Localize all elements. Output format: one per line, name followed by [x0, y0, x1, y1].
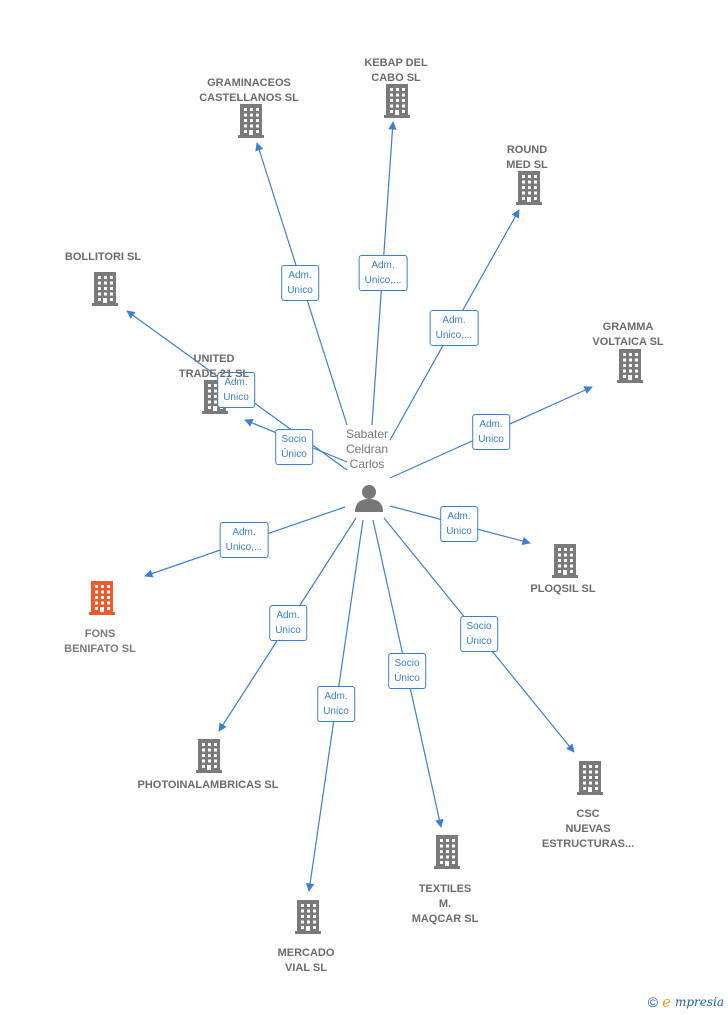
company-label-united[interactable]: UNITED TRADE 21 SL	[178, 353, 250, 380]
person-icon[interactable]	[355, 485, 383, 512]
edge-label-bollitori[interactable]: Adm. Unico	[217, 372, 255, 408]
building-icon[interactable]	[617, 349, 643, 383]
edge-label-united[interactable]: Socio Único	[275, 429, 313, 465]
company-label-kebap[interactable]: KEBAP DEL CABO SL	[364, 57, 428, 84]
company-label-ploqsil[interactable]: PLOQSIL SL	[530, 583, 596, 595]
company-label-bollitori[interactable]: BOLLITORI SL	[64, 251, 142, 263]
company-label-fons[interactable]: FONS BENIFATO SL	[64, 628, 136, 655]
edge-label-round[interactable]: Adm. Unico,...	[429, 310, 479, 346]
brand-initial: e	[662, 993, 671, 1011]
company-label-gramma[interactable]: GRAMMA VOLTAICA SL	[592, 321, 664, 348]
brand-name: mpresia	[674, 995, 724, 1009]
person-label[interactable]: Sabater Celdran Carlos	[345, 427, 389, 471]
building-icon[interactable]	[89, 581, 115, 615]
building-icon[interactable]	[384, 84, 410, 118]
company-label-graminaceos[interactable]: GRAMINACEOS CASTELLANOS SL	[199, 77, 299, 104]
company-label-csc[interactable]: CSC NUEVAS ESTRUCTURAS...	[541, 808, 635, 850]
building-icon[interactable]	[295, 900, 321, 934]
company-label-mercado[interactable]: MERCADO VIAL SL	[277, 947, 335, 974]
building-icon[interactable]	[516, 171, 542, 205]
edge-label-textiles[interactable]: Socio Único	[388, 653, 426, 689]
edge-label-photo[interactable]: Adm. Unico	[269, 605, 307, 641]
edge-label-fons[interactable]: Adm. Unico,...	[219, 522, 269, 558]
building-icon[interactable]	[552, 544, 578, 578]
edge-label-kebap[interactable]: Adm. Unico,...	[358, 255, 408, 291]
company-label-textiles[interactable]: TEXTILES M. MAQCAR SL	[411, 883, 479, 925]
edge-label-gramma[interactable]: Adm. Unico	[472, 414, 510, 450]
copyright-symbol: ©	[647, 994, 659, 1010]
edge-label-csc[interactable]: Socio Único	[460, 616, 498, 652]
building-icon[interactable]	[434, 835, 460, 869]
building-icon[interactable]	[196, 739, 222, 773]
edge-label-ploqsil[interactable]: Adm. Unico	[440, 506, 478, 542]
company-label-photo[interactable]: PHOTOINALAMBRICAS SL	[137, 779, 279, 791]
edge-label-graminaceos[interactable]: Adm. Unico	[281, 265, 319, 301]
building-icon[interactable]	[238, 104, 264, 138]
edge-label-mercado[interactable]: Adm. Unico	[317, 686, 355, 722]
building-icon[interactable]	[92, 272, 118, 306]
company-label-round[interactable]: ROUND MED SL	[506, 144, 548, 171]
building-icon[interactable]	[577, 761, 603, 795]
